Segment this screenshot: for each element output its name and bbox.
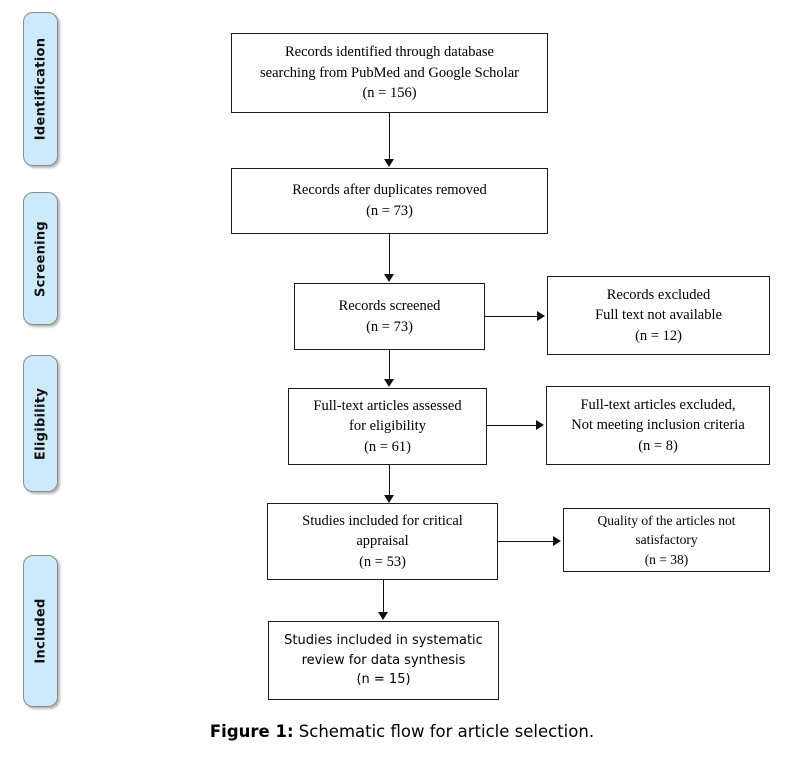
- figure-caption: Figure 1: Schematic flow for article sel…: [0, 722, 804, 741]
- figure-caption-text: Schematic flow for article selection.: [293, 722, 595, 741]
- stage-pill-identification: Identification: [23, 12, 58, 166]
- flow-box-records-excluded-text: Records excluded Full text not available…: [595, 286, 722, 344]
- arrowhead-fulltext-assessed-to-critical-appraisal: [384, 495, 394, 503]
- connector-after-duplicates-to-screened: [389, 234, 390, 275]
- flow-box-critical-appraisal: Studies included for critical appraisal …: [267, 503, 498, 580]
- stage-pill-eligibility: Eligibility: [23, 355, 58, 492]
- arrowhead-identified-to-after-duplicates: [384, 159, 394, 167]
- flow-box-fulltext-assessed: Full-text articles assessed for eligibil…: [288, 388, 487, 465]
- connector-critical-appraisal-to-quality-unsatisfactory: [498, 541, 553, 542]
- flow-box-records-identified: Records identified through database sear…: [231, 33, 548, 113]
- connector-critical-appraisal-to-final-included: [383, 580, 384, 613]
- connector-fulltext-assessed-to-fulltext-excluded: [487, 425, 536, 426]
- arrowhead-after-duplicates-to-screened: [384, 274, 394, 282]
- stage-label-screening: Screening: [33, 220, 48, 297]
- arrowhead-screened-to-records-excluded: [537, 311, 545, 321]
- stage-label-eligibility: Eligibility: [33, 387, 48, 460]
- flow-box-records-screened: Records screened (n = 73): [294, 283, 485, 350]
- stage-label-included: Included: [33, 598, 48, 664]
- arrowhead-screened-to-fulltext-assessed: [384, 379, 394, 387]
- stage-label-identification: Identification: [33, 37, 48, 141]
- flow-box-records-excluded: Records excluded Full text not available…: [547, 276, 770, 355]
- flow-box-records-identified-text: Records identified through database sear…: [260, 44, 519, 102]
- flow-box-records-after-duplicates: Records after duplicates removed (n = 73…: [231, 168, 548, 234]
- flow-box-fulltext-excluded-text: Full-text articles excluded, Not meeting…: [571, 396, 745, 454]
- flow-box-fulltext-assessed-text: Full-text articles assessed for eligibil…: [313, 397, 462, 455]
- arrowhead-critical-appraisal-to-quality-unsatisfactory: [553, 536, 561, 546]
- flow-box-critical-appraisal-text: Studies included for critical appraisal …: [302, 512, 463, 570]
- flow-box-records-screened-text: Records screened (n = 73): [338, 297, 441, 335]
- figure-caption-label: Figure 1:: [209, 722, 294, 741]
- connector-screened-to-records-excluded: [485, 316, 537, 317]
- stage-pill-included: Included: [23, 555, 58, 707]
- flow-box-quality-unsatisfactory-text: Quality of the articles not satisfactory…: [597, 513, 736, 567]
- flow-box-quality-unsatisfactory: Quality of the articles not satisfactory…: [563, 508, 770, 572]
- connector-fulltext-assessed-to-critical-appraisal: [389, 465, 390, 496]
- arrowhead-critical-appraisal-to-final-included: [378, 612, 388, 620]
- flow-box-final-included-text: Studies included in systematic review fo…: [284, 633, 483, 688]
- flow-box-final-included: Studies included in systematic review fo…: [268, 621, 499, 700]
- connector-screened-to-fulltext-assessed: [389, 350, 390, 380]
- flow-box-records-after-duplicates-text: Records after duplicates removed (n = 73…: [292, 182, 487, 219]
- connector-identified-to-after-duplicates: [389, 113, 390, 160]
- flow-box-fulltext-excluded: Full-text articles excluded, Not meeting…: [546, 386, 770, 465]
- arrowhead-fulltext-assessed-to-fulltext-excluded: [536, 420, 544, 430]
- stage-pill-screening: Screening: [23, 192, 58, 325]
